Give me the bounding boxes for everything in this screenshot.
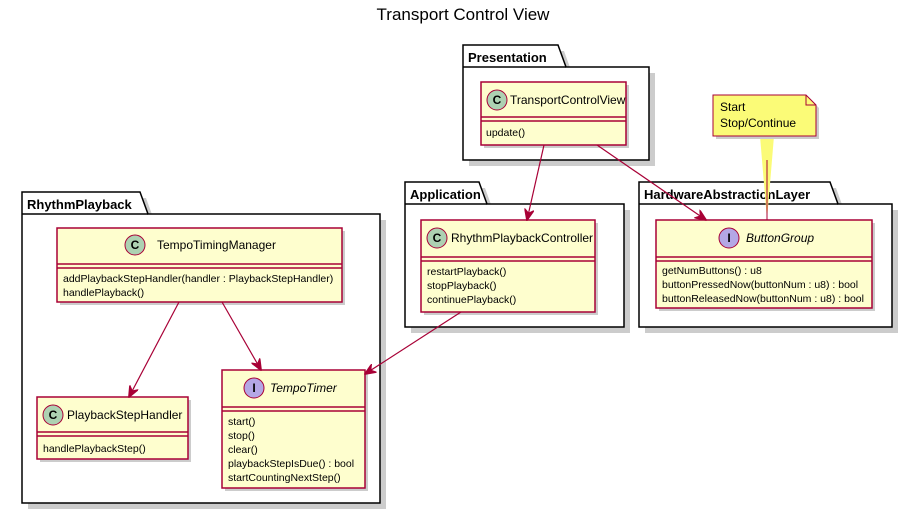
class-rhythm-playback-controller: C RhythmPlaybackController restartPlayba…	[420, 219, 598, 315]
method-start-counting-next-step: startCountingNextStep()	[228, 472, 341, 484]
arrow-tempo-manager-to-tempo-timer	[221, 301, 261, 370]
interface-i-icon-letter: I	[727, 231, 730, 245]
class-c-icon-letter: C	[433, 231, 442, 245]
package-label-rhythm-playback: RhythmPlayback	[27, 197, 133, 212]
class-c-icon-letter: C	[131, 238, 140, 252]
class-name-rhythm-playback-controller: RhythmPlaybackController	[451, 231, 593, 245]
class-c-icon	[124, 234, 146, 256]
method-handle-playback-step: handlePlaybackStep()	[43, 443, 146, 455]
method-add-playback-step-handler: addPlaybackStepHandler(handler : Playbac…	[63, 273, 333, 285]
method-restart-playback: restartPlayback()	[427, 266, 506, 278]
class-name-tempo-timing-manager: TempoTimingManager	[157, 238, 276, 252]
note-start-stop: Start Stop/Continue	[712, 94, 819, 220]
method-get-num-buttons: getNumButtons() : u8	[662, 265, 762, 277]
class-transport-control-view: C TransportControlView update()	[480, 81, 629, 148]
class-tempo-timer: I TempoTimer start() stop() clear() play…	[221, 369, 368, 491]
arrow-tempo-manager-to-step-handler	[129, 301, 180, 397]
class-name-transport-control-view: TransportControlView	[510, 93, 626, 107]
interface-i-icon	[718, 227, 740, 249]
class-c-icon	[42, 404, 64, 426]
method-clear: clear()	[228, 444, 258, 456]
class-c-icon	[486, 89, 508, 111]
method-stop: stop()	[228, 430, 255, 442]
relations	[129, 144, 706, 397]
method-update: update()	[486, 127, 525, 139]
package-label-presentation: Presentation	[468, 50, 547, 65]
method-button-pressed-now: buttonPressedNow(buttonNum : u8) : bool	[662, 279, 858, 291]
method-playback-step-is-due: playbackStepIsDue() : bool	[228, 458, 354, 470]
class-name-tempo-timer: TempoTimer	[270, 381, 338, 395]
note-line-2: Stop/Continue	[720, 116, 796, 130]
method-start: start()	[228, 416, 255, 428]
class-playback-step-handler: C PlaybackStepHandler handlePlaybackStep…	[36, 396, 191, 462]
class-c-icon-letter: C	[49, 408, 58, 422]
method-continue-playback: continuePlayback()	[427, 294, 516, 306]
diagram-title: Transport Control View	[377, 5, 551, 24]
class-c-icon-letter: C	[493, 93, 502, 107]
class-name-button-group: ButtonGroup	[746, 231, 814, 245]
class-tempo-timing-manager: C TempoTimingManager addPlaybackStepHand…	[56, 227, 345, 305]
method-handle-playback: handlePlayback()	[63, 287, 144, 299]
note-line-1: Start	[720, 100, 746, 114]
class-c-icon	[426, 227, 448, 249]
class-name-playback-step-handler: PlaybackStepHandler	[67, 408, 182, 422]
interface-i-icon	[243, 377, 265, 399]
method-button-released-now: buttonReleasedNow(buttonNum : u8) : bool	[662, 293, 864, 305]
class-button-group: I ButtonGroup getNumButtons() : u8 butto…	[655, 219, 875, 311]
package-label-application: Application	[410, 187, 481, 202]
arrow-rhythm-controller-to-tempo-timer	[365, 311, 462, 374]
method-stop-playback: stopPlayback()	[427, 280, 496, 292]
interface-i-icon-letter: I	[252, 381, 255, 395]
arrow-transport-to-rhythm-controller	[527, 144, 545, 220]
arrow-transport-to-button-group	[596, 144, 706, 220]
